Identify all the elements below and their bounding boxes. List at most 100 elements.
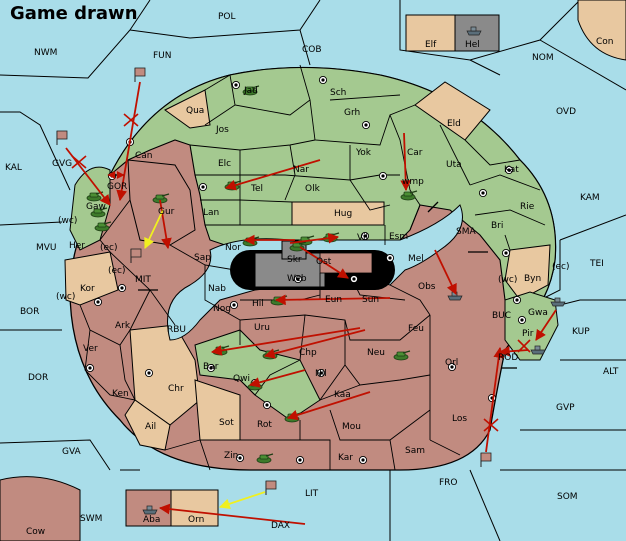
label-chr: Chr [168,384,184,394]
label-swm: SWM [80,514,102,524]
label-nab: Nab [208,284,226,294]
label-web: Web [287,274,307,284]
label-jos: Jos [215,125,229,135]
label-gaw: Gaw [86,202,106,212]
label-nar: Nar [293,165,309,175]
label-nil: Nil [315,369,327,379]
label-chp: Chp [299,348,317,358]
label-tei: TEI [589,259,604,269]
label-eld: Eld [447,119,461,129]
label-som: SOM [557,492,578,502]
label-ken: Ken [112,389,129,399]
label-wc3: (wc) [56,292,75,302]
label-her: Her [69,241,85,251]
label-nom: NOM [532,53,554,63]
label-rbu: RBU [167,325,186,335]
region-kor[interactable] [64,251,119,306]
label-fro: FRO [439,478,458,488]
label-skr: Skr [287,255,302,265]
label-orn: Orn [188,515,204,525]
label-zin: Zin [224,451,238,461]
label-rot: Rot [257,420,272,430]
label-fun: FUN [153,51,172,61]
label-eun: Eun [325,295,342,305]
label-orl: Orl [445,358,458,368]
region-orn[interactable] [170,489,219,527]
label-jad: Jad [243,86,258,96]
label-sam: Sam [405,446,425,456]
label-buc: BUC [492,311,511,321]
label-cow: Cow [26,527,45,537]
sea-labels: POL NWM FUN COB NOM Con KAL OVD KAM SMA … [5,12,619,537]
support-arrows [144,209,266,510]
label-olk: Olk [305,184,321,194]
label-mvu: MVU [36,243,57,253]
label-nwm: NWM [34,48,57,58]
game-title: Game drawn [10,3,138,24]
failed-markers [71,113,531,432]
label-bri: Bri [491,221,503,231]
label-dax: DAX [271,521,290,531]
label-sap: Sap [194,253,211,263]
label-gva: GVA [62,447,82,457]
region-cow[interactable] [0,476,81,541]
label-alt: ALT [603,367,619,377]
region-ail[interactable] [124,399,171,451]
label-wmp: wmp [402,177,424,187]
label-kat: Kat [504,165,519,175]
label-lan: Lan [203,208,219,218]
region-hug[interactable] [291,201,385,226]
label-rod: ROD [498,353,518,363]
label-feu: Feu [408,324,424,334]
label-vil: Vil [357,233,368,243]
label-pir: Pir [522,329,534,339]
label-qua: Qua [186,106,204,116]
label-dor: DOR [28,373,48,383]
label-byn: Byn [524,274,541,284]
label-cob: COB [302,45,322,55]
label-ec3: (ec) [108,266,126,276]
label-nog: Nog [213,304,231,314]
label-grh: Grh [344,108,360,118]
label-hug: Hug [334,209,352,219]
label-los: Los [452,414,467,424]
region-byn[interactable] [504,244,551,301]
label-mel: Mel [408,254,424,264]
label-elc: Elc [218,159,231,169]
label-sun: Sun [362,295,379,305]
label-yok: Yok [355,148,372,158]
label-hel: Hel [465,40,480,50]
label-gor: GOR [107,182,127,192]
label-kaa: Kaa [334,390,351,400]
label-kam: KAM [580,193,600,203]
label-uta: Uta [446,160,462,170]
label-ost: Ost [316,257,332,267]
label-aba: Aba [143,515,160,525]
label-bar: Bar [203,362,219,372]
label-tel: Tel [250,184,263,194]
label-can: Can [135,151,153,161]
label-pol: POL [218,12,236,22]
label-ail: Ail [145,422,156,432]
label-gvg: GVG [52,159,72,169]
region-gwa[interactable] [504,291,559,361]
label-ec2: (ec) [552,262,570,272]
label-mou: Mou [342,422,361,432]
land-labels: Jad Sch Qua Grh Jos Eld Can Yok Car Uta … [52,40,570,525]
label-ver: Ver [83,344,98,354]
label-kor: Kor [80,284,95,294]
label-wc2: (wc) [498,275,517,285]
label-wc1: (wc) [58,216,77,226]
region-qua[interactable] [164,89,211,129]
label-nor: Nor [225,243,241,253]
label-esm: Esm [389,232,408,242]
label-mit: MIT [135,275,151,285]
order-arrows [65,81,557,525]
region-eld[interactable] [414,81,491,141]
label-ark: Ark [115,321,131,331]
label-con: Con [596,37,614,47]
label-hil: Hil [252,299,264,309]
label-rie: Rie [520,202,535,212]
